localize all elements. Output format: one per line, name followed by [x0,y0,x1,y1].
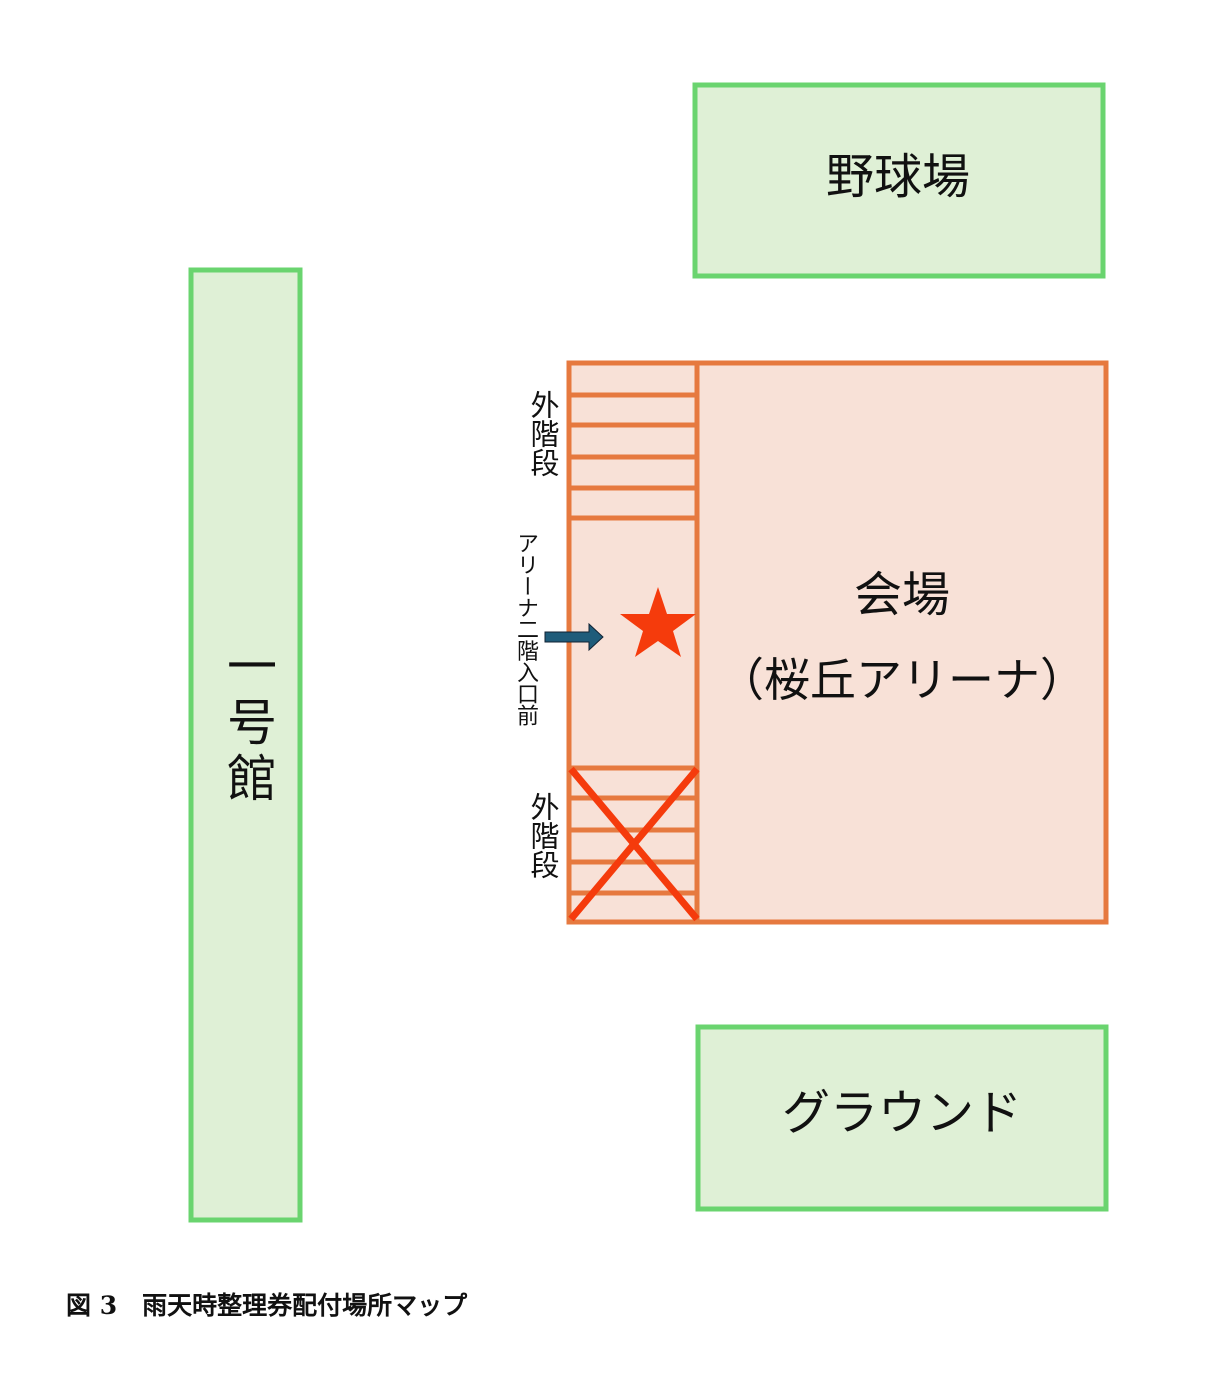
entrance-label: アリーナ二階入口前 [513,532,538,726]
venue-box [694,360,1109,925]
ground-box [695,1024,1109,1212]
venue-name-label: （桜丘アリーナ） [718,653,1086,707]
stairs-bottom-label: 外階段 [526,792,560,879]
stairs-top [569,392,697,521]
star-icon [620,587,696,657]
baseball-field-label: 野球場 [825,149,971,205]
figure-caption: 図 3 雨天時整理券配付場所マップ [66,1291,468,1320]
building1-box [188,267,303,1223]
building1-label: 一号館 [219,640,277,808]
ground-label: グラウンド [781,1085,1023,1141]
arrow-right-icon [544,622,604,652]
stairs-top-label: 外階段 [526,390,560,477]
closed-x-mark [568,766,700,922]
venue-label: 会場 [853,567,951,623]
baseball-field-box [692,82,1106,279]
